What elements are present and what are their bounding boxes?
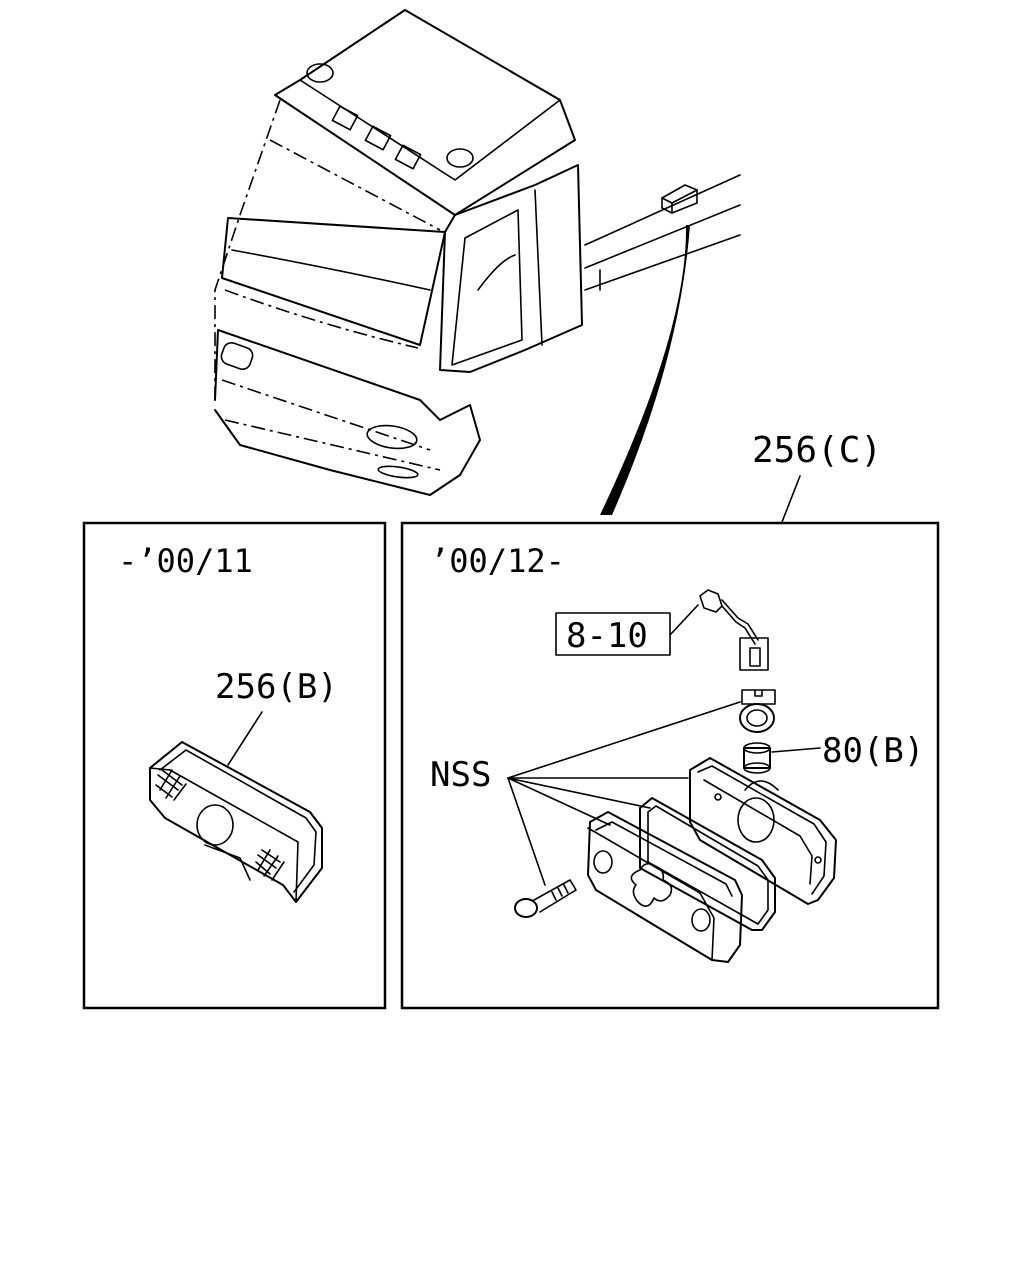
lamp-gasket — [639, 797, 776, 931]
marker-lamp-old — [149, 741, 323, 903]
ref-box-label: 8-10 — [566, 616, 648, 656]
left-part-leader — [227, 711, 263, 766]
right-panel-frame — [400, 521, 940, 1010]
left-part-label: 256(B) — [215, 667, 338, 707]
mounting-screw — [514, 879, 577, 918]
lamp-lens — [587, 811, 743, 963]
nss-label: NSS — [430, 755, 491, 795]
bulb-label: 80(B) — [822, 731, 924, 771]
callout-top-leader — [781, 475, 801, 523]
cross-hatch-right — [255, 849, 285, 881]
lamp-housing — [689, 757, 837, 905]
left-period-label: -’00/11 — [118, 542, 253, 580]
bulb — [743, 742, 771, 774]
callout-top-label: 256(C) — [752, 430, 882, 471]
ref-box-leader — [669, 604, 699, 636]
bulb-socket — [739, 689, 776, 733]
bulb-leader — [771, 747, 821, 753]
wire-harness-connector — [699, 589, 769, 671]
right-period-label: ’00/12- — [430, 542, 565, 580]
nss-leaders — [507, 701, 741, 886]
left-panel-frame — [82, 521, 387, 1010]
cross-hatch-left — [155, 769, 187, 801]
truck-cab-illustration — [214, 9, 741, 515]
